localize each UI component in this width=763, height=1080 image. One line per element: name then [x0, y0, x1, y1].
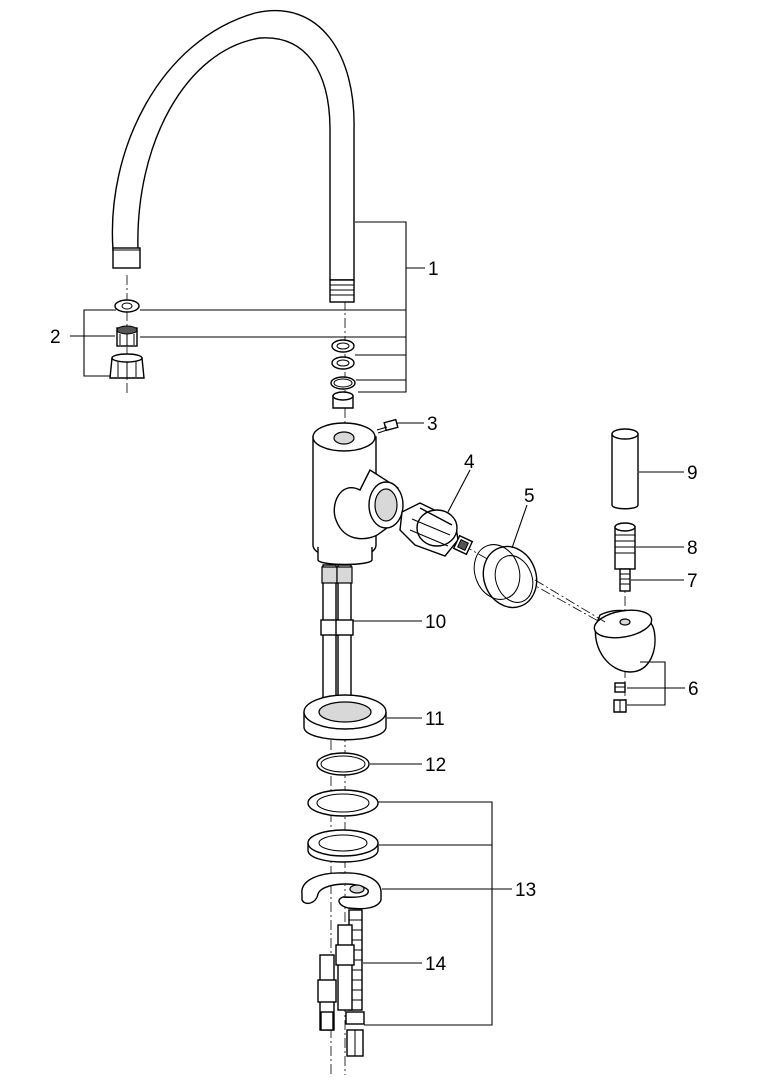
hose-fittings — [317, 924, 355, 1031]
spout-bushing — [332, 391, 354, 409]
aerator-housing — [109, 353, 145, 379]
callout-13: 13 — [515, 880, 536, 901]
callout-10: 10 — [425, 612, 446, 633]
handle-lever — [611, 428, 639, 510]
mounting-washer — [307, 829, 379, 863]
aerator-seal — [114, 299, 140, 313]
callout-11: 11 — [425, 709, 445, 730]
lever-adapter — [614, 522, 636, 570]
callout-5: 5 — [524, 486, 535, 507]
spout-thread — [329, 279, 355, 303]
callout-1: 1 — [428, 259, 439, 280]
cartridge — [399, 502, 474, 557]
mounting-gasket — [307, 789, 379, 817]
callout-14: 14 — [425, 954, 447, 975]
callout-3: 3 — [427, 414, 438, 435]
spout-outlet — [112, 247, 141, 269]
set-screw — [619, 568, 631, 592]
mounting-plate — [301, 872, 382, 910]
mounting-nut — [345, 1011, 365, 1057]
callout-6: 6 — [688, 679, 699, 700]
spout-o-ring — [330, 376, 356, 390]
spout-washer-2 — [331, 356, 355, 370]
leader-lines — [70, 221, 685, 1026]
faucet-body — [312, 422, 404, 566]
knob-grub-screw — [614, 682, 626, 693]
callout-4: 4 — [464, 452, 475, 473]
spout-washer-1 — [331, 339, 355, 353]
callout-2: 2 — [50, 327, 61, 348]
callout-8: 8 — [687, 538, 698, 559]
callout-7: 7 — [687, 571, 698, 592]
body-screw — [376, 418, 399, 434]
base-ring — [303, 694, 387, 741]
spout — [111, 10, 355, 303]
knob-nut — [613, 699, 627, 713]
supply-hoses — [320, 564, 354, 711]
handle-knob — [593, 609, 656, 673]
callout-12: 12 — [425, 755, 446, 776]
base-o-ring — [316, 752, 370, 776]
callout-9: 9 — [687, 463, 698, 484]
cover-nut — [473, 544, 538, 609]
aerator-insert — [116, 325, 138, 347]
